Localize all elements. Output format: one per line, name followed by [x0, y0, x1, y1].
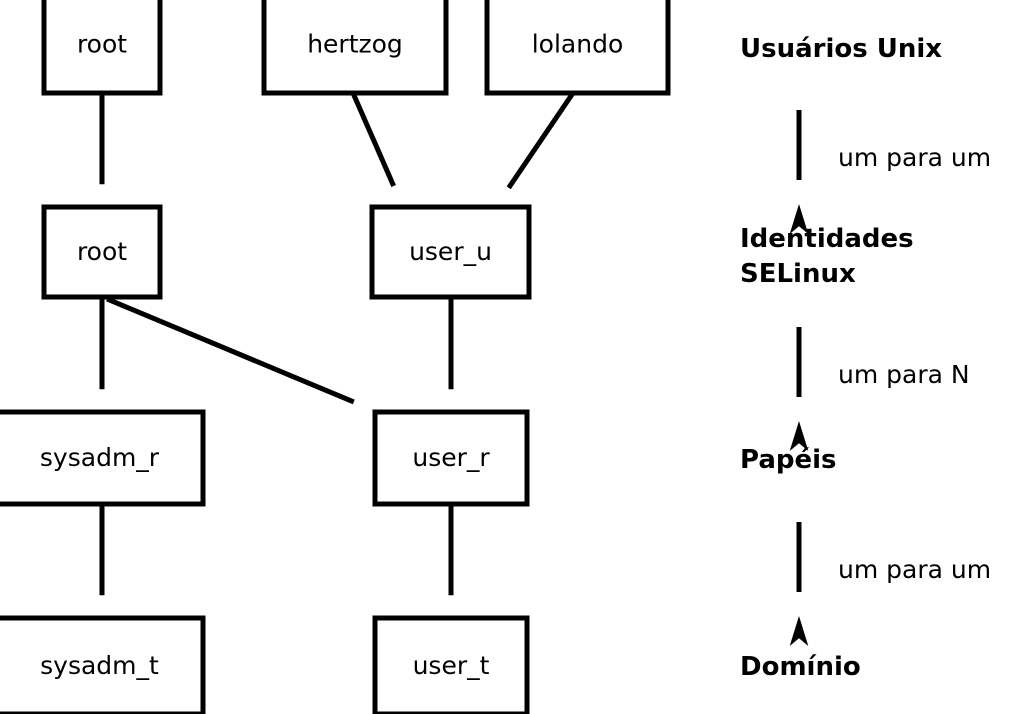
- node-label-unix_hertzog: hertzog: [307, 30, 403, 59]
- legend-stage-usuarios-unix: Usuários Unix: [740, 34, 942, 64]
- node-label-role_user_r: user_r: [412, 443, 490, 472]
- legend-arrow-2: [789, 327, 809, 451]
- edge-sel_root-to-role_user_r: [106, 296, 401, 428]
- node-box-unix_hertzog[interactable]: [261, 0, 449, 96]
- node-label-unix_lolando: lolando: [532, 30, 624, 59]
- node-label-dom_sysadm_t: sysadm_t: [40, 651, 159, 680]
- legend-arrow-1: [789, 110, 809, 234]
- legend-stage-identidades: Identidades: [740, 224, 914, 254]
- legend-layer: um para um um para N um para um Usuários Un…: [740, 34, 991, 682]
- node-unix_hertzog[interactable]: hertzog: [261, 0, 449, 96]
- node-box-role_user_r[interactable]: [372, 409, 530, 507]
- node-label-unix_root: root: [77, 30, 127, 59]
- legend-arrow-3: [789, 522, 809, 646]
- node-box-dom_user_t[interactable]: [372, 615, 530, 714]
- node-sel_root[interactable]: root: [41, 204, 163, 300]
- edges-layer: [93, 91, 576, 642]
- node-label-sel_root: root: [77, 237, 127, 266]
- legend-arrow-3-shaft: [789, 522, 809, 646]
- node-box-sel_root[interactable]: [41, 204, 163, 300]
- legend-arrow-2-shaft: [789, 327, 809, 451]
- legend-arrow-3-caption: um para um: [838, 555, 991, 584]
- node-sel_user_u[interactable]: user_u: [369, 204, 532, 300]
- legend-arrow-1-shaft: [789, 110, 809, 234]
- node-unix_root[interactable]: root: [41, 0, 163, 96]
- node-label-role_sysadm_r: sysadm_r: [40, 443, 160, 472]
- node-box-dom_sysadm_t[interactable]: [0, 615, 206, 714]
- node-role_user_r[interactable]: user_r: [372, 409, 530, 507]
- node-role_sysadm_r[interactable]: sysadm_r: [0, 409, 206, 507]
- node-dom_sysadm_t[interactable]: sysadm_t: [0, 615, 206, 714]
- node-dom_user_t[interactable]: user_t: [372, 615, 530, 714]
- node-box-sel_user_u[interactable]: [369, 204, 532, 300]
- node-label-sel_user_u: user_u: [409, 237, 492, 266]
- node-unix_lolando[interactable]: lolando: [484, 0, 671, 96]
- node-box-role_sysadm_r[interactable]: [0, 409, 206, 507]
- legend-arrow-2-caption: um para N: [838, 360, 970, 389]
- node-box-unix_root[interactable]: [41, 0, 163, 96]
- legend-stage-papeis: Papéis: [740, 445, 837, 475]
- node-box-unix_lolando[interactable]: [484, 0, 671, 96]
- legend-stage-dominio: Domínio: [740, 652, 861, 682]
- node-label-dom_user_t: user_t: [413, 651, 490, 680]
- legend-stage-selinux: SELinux: [740, 259, 856, 289]
- legend-arrow-1-caption: um para um: [838, 143, 991, 172]
